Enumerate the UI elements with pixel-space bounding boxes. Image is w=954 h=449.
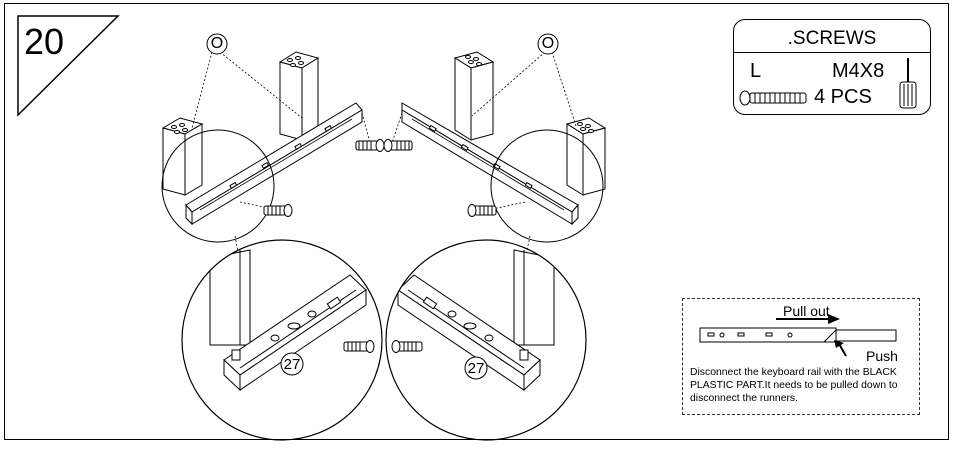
note-text: Disconnect the keyboard rail with the BL… — [690, 367, 898, 404]
callout-circle-left — [206, 33, 228, 55]
step-number: 20 — [24, 21, 65, 62]
right-rail — [401, 102, 579, 226]
callout-right-label: O — [541, 35, 555, 52]
step-ref-left: 27 — [283, 356, 301, 373]
screw-box-title: .SCREWS — [787, 28, 877, 49]
screw-letter: L — [750, 60, 762, 82]
step-ref-right: 27 — [467, 360, 485, 377]
push-arrow — [834, 340, 847, 357]
screw-box-divider — [734, 52, 930, 53]
callout-circle-right — [537, 33, 559, 55]
right-bracket-tall — [453, 51, 495, 141]
right-bracket-short — [565, 117, 607, 196]
pull-arrow — [776, 314, 840, 324]
screw-size: M4X8 — [832, 60, 885, 82]
left-bracket-short — [161, 117, 204, 196]
screw-icon — [467, 204, 497, 217]
screw-icon — [343, 340, 375, 353]
callout-left-label: O — [210, 35, 224, 52]
step-corner — [17, 15, 120, 117]
screwdriver-icon — [899, 58, 917, 109]
magnifier-right-small — [490, 129, 604, 243]
magnifier-left-small — [161, 129, 275, 243]
screw-quantity: 4 PCS — [814, 86, 872, 108]
detail-left — [181, 239, 383, 441]
screw-icon — [391, 340, 423, 353]
note-box — [682, 298, 920, 415]
pull-out-label: Pull out — [783, 303, 830, 319]
detail-right — [385, 239, 587, 441]
left-bracket-tall — [278, 51, 320, 141]
rail-diagram — [699, 327, 897, 343]
left-rail — [185, 102, 363, 226]
screw-box: .SCREWS L M4X8 4 PCS — [733, 19, 931, 115]
push-label: Push — [866, 348, 898, 364]
screw-icon — [263, 204, 293, 217]
screw-icon — [355, 139, 385, 152]
screw-icon — [739, 90, 807, 106]
screw-icon — [383, 139, 413, 152]
